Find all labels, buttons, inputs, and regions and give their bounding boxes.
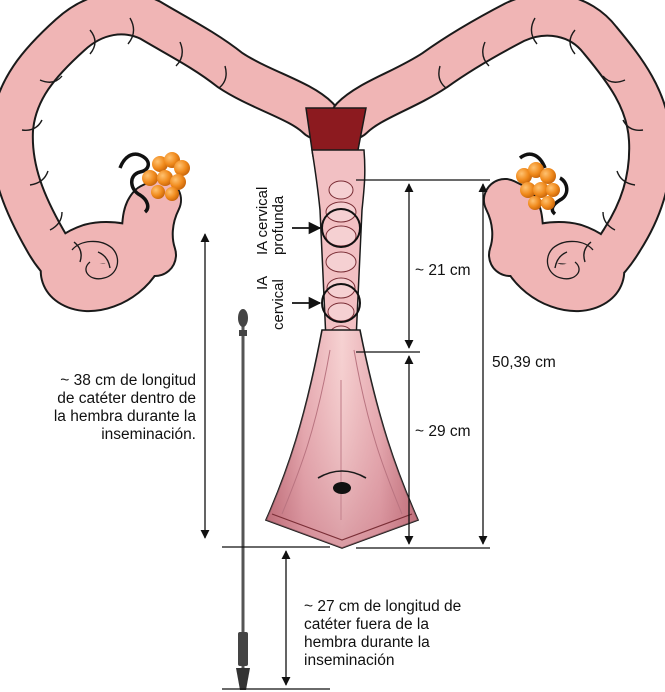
right-uterine-horn: [352, 15, 650, 290]
vagina: [266, 330, 418, 548]
vulva-opening: [333, 482, 351, 494]
label-ia-cervical: IA cervical: [255, 276, 287, 330]
label-21cm: ~ 21 cm: [414, 262, 472, 280]
catheter: [236, 309, 250, 690]
label-ia-cervical-profunda: IA cervical profunda: [255, 187, 287, 255]
label-outside-catheter: ~ 27 cm de longitud de catéter fuera de …: [304, 598, 461, 670]
label-29cm: ~ 29 cm: [414, 423, 472, 441]
label-inside-catheter: ~ 38 cm de longitud de catéter dentro de…: [14, 372, 196, 444]
cervix: [312, 150, 365, 357]
label-50cm: 50,39 cm: [492, 354, 556, 372]
